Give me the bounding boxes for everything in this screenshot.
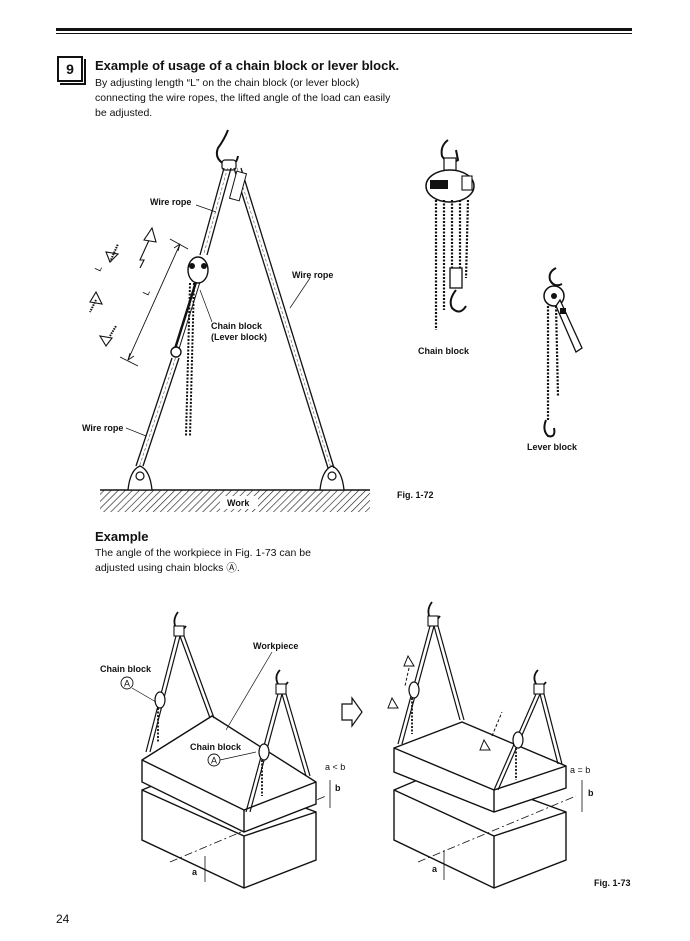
right-wire-rope (233, 167, 335, 469)
fig73-left-slings (145, 611, 311, 813)
label-a-right: a (432, 864, 438, 874)
label-chain-block-illustration: Chain block (418, 346, 470, 356)
top-hook (215, 129, 239, 171)
fig73-right-adjust-arrows (387, 654, 503, 751)
page-number: 24 (56, 912, 70, 926)
chain-block-illustration (425, 139, 475, 330)
label-work: Work (227, 498, 250, 508)
label-chain-block: Chain block (211, 321, 263, 331)
example-title: Example (95, 529, 149, 544)
example-text: The angle of the workpiece in Fig. 1-73 … (95, 547, 311, 574)
label-length-L-small: L (93, 264, 104, 273)
fig73-left-workpiece (141, 715, 317, 833)
label-b-left: b (335, 783, 341, 793)
section-title: Example of usage of a chain block or lev… (95, 58, 400, 73)
label-workpiece: Workpiece (253, 641, 298, 651)
left-lug (127, 465, 153, 491)
transition-arrow-icon (341, 696, 363, 728)
section-intro: By adjusting length “L” on the chain blo… (95, 77, 391, 119)
label-chain-block-a-mid: Chain block (190, 742, 242, 752)
label-lever-block-illustration: Lever block (527, 442, 578, 452)
marker-a-top (120, 676, 134, 690)
left-lower-wire-rope (135, 357, 180, 467)
label-a-less-b: a < b (325, 762, 345, 772)
label-lever-block-paren: (Lever block) (211, 332, 267, 342)
label-wire-rope-upper: Wire rope (150, 197, 191, 207)
fig73-right-slings (397, 601, 563, 791)
label-chain-block-a-top: Chain block (100, 664, 152, 674)
chain-block-in-sling (170, 256, 209, 437)
label-wire-rope-lower: Wire rope (82, 423, 123, 433)
fig-1-73-caption: Fig. 1-73 (594, 878, 631, 888)
lever-block-illustration (543, 267, 583, 438)
marker-a-mid-text: A (211, 756, 217, 766)
label-b-right: b (588, 788, 594, 798)
fig-1-72-caption: Fig. 1-72 (397, 490, 434, 500)
length-dimension (119, 238, 189, 367)
header-rule-thin (56, 33, 632, 34)
label-wire-rope-right: Wire rope (292, 270, 333, 280)
label-length-L: L (141, 288, 152, 297)
header-rule (56, 28, 632, 31)
marker-a-top-text: A (124, 679, 130, 689)
label-a-left: a (192, 867, 198, 877)
marker-a-mid (207, 753, 221, 767)
right-lug (319, 465, 345, 491)
label-a-equal-b: a = b (570, 765, 590, 775)
work-ground (100, 489, 370, 512)
adjust-arrows (89, 226, 157, 347)
section-number-box: 9 (57, 56, 86, 85)
